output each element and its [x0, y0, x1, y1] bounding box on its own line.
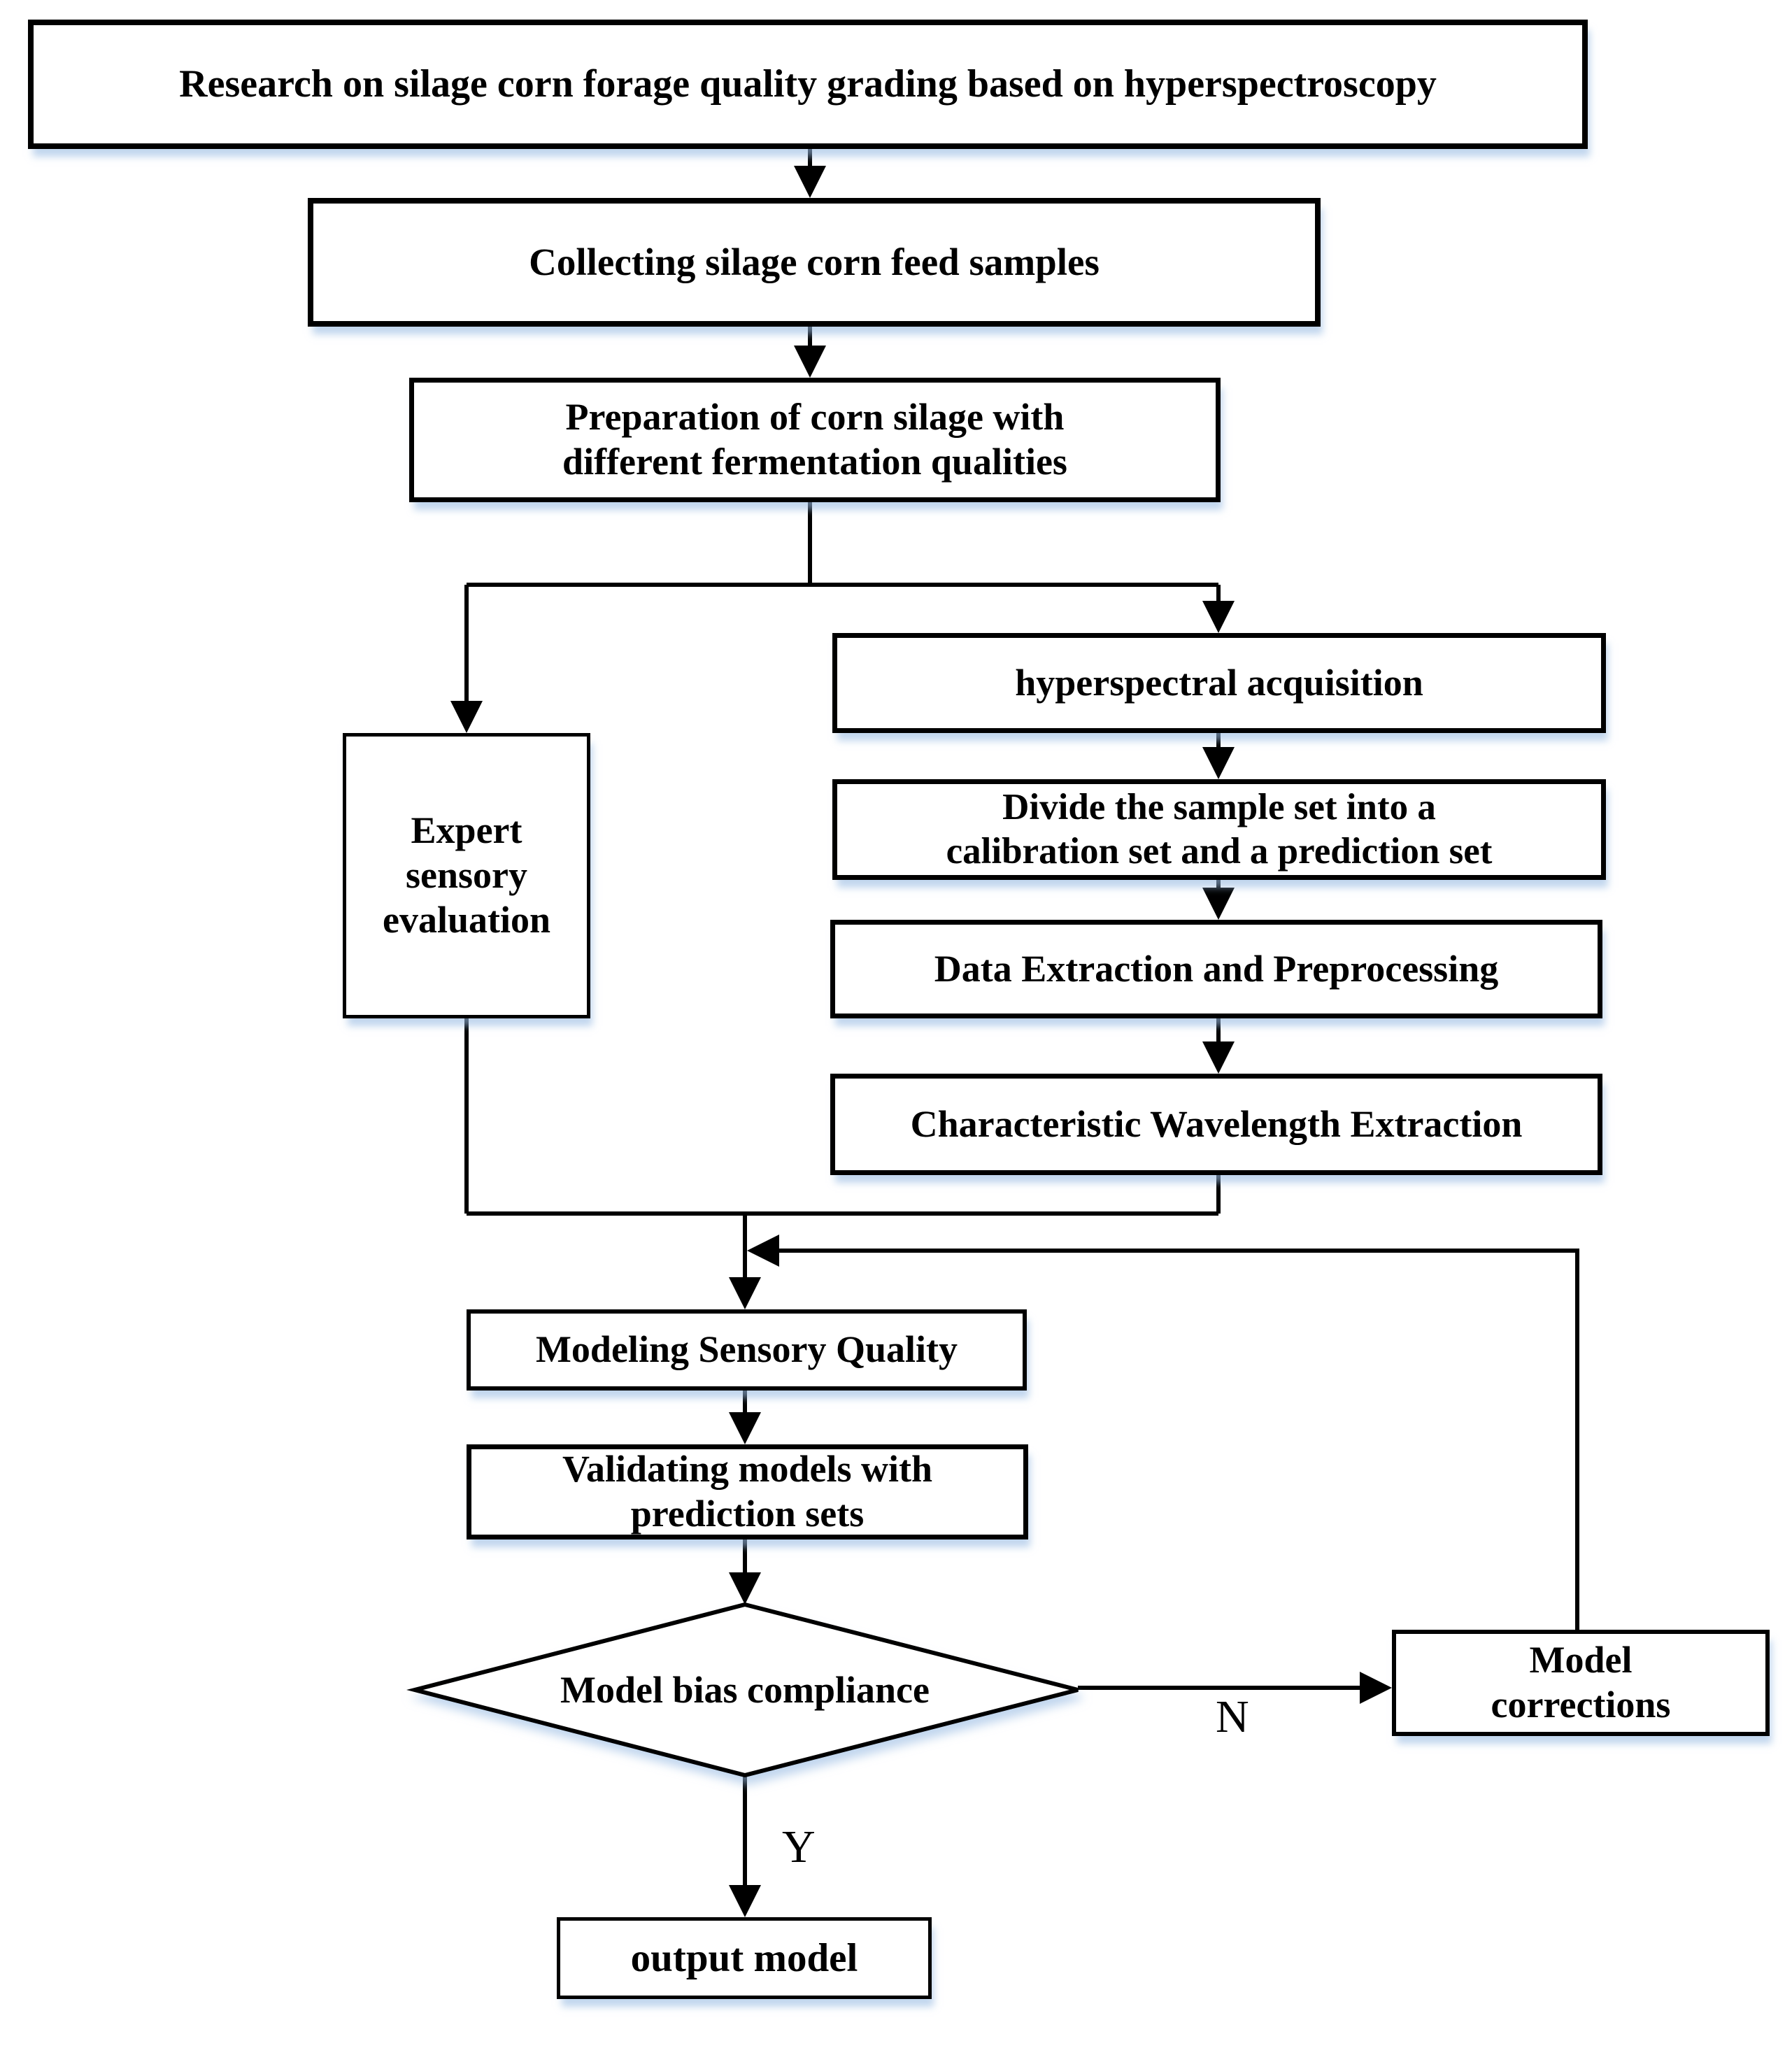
edge-data-to-wavelength [1202, 1018, 1235, 1074]
edge-decision-yes-to-output [729, 1775, 761, 1917]
decision-diamond [406, 1602, 1079, 1778]
edge-merge-to-modeling [729, 1214, 761, 1309]
node-data-extraction: Data Extraction and Preprocessing [830, 920, 1602, 1018]
node-label: Data Extraction and Preprocessing [934, 947, 1499, 990]
node-output-model: output model [557, 1917, 932, 1999]
edge-validating-to-decision [729, 1539, 761, 1605]
edge-prep-split [467, 502, 1218, 587]
arrowhead-down-icon [1202, 747, 1235, 779]
arrowhead-down-icon [729, 1412, 761, 1444]
node-divide-sample-set: Divide the sample set into a calibration… [832, 779, 1606, 880]
node-label: Model corrections [1491, 1639, 1671, 1726]
node-hyperspectral-acquisition: hyperspectral acquisition [832, 633, 1606, 733]
arrowhead-left-icon [747, 1235, 779, 1267]
arrowhead-down-icon [1202, 888, 1235, 920]
node-label: hyperspectral acquisition [1015, 661, 1423, 704]
node-model-corrections: Model corrections [1392, 1630, 1770, 1736]
arrowhead-down-icon [729, 1572, 761, 1605]
node-label: Model bias compliance [560, 1669, 930, 1711]
edge-hyperspectral-to-divide [1202, 733, 1235, 779]
node-expert-sensory-evaluation: Expert sensory evaluation [343, 733, 590, 1018]
node-preparation: Preparation of corn silage with differen… [409, 378, 1221, 502]
edge-split-to-hyperspectral [1202, 585, 1235, 633]
edge-divide-to-data [1202, 880, 1235, 920]
node-collecting-samples: Collecting silage corn feed samples [308, 198, 1321, 327]
node-label: Research on silage corn forage quality g… [179, 62, 1437, 106]
edge-merge-branches [464, 1018, 1221, 1216]
edge-modeling-to-validating [729, 1391, 761, 1444]
node-label: Characteristic Wavelength Extraction [910, 1102, 1523, 1145]
node-label: Expert sensory evaluation [382, 809, 551, 941]
edge-collect-to-prep [794, 327, 826, 378]
node-label: Modeling Sensory Quality [535, 1328, 958, 1371]
arrowhead-down-icon [794, 346, 826, 378]
edge-decision-no-to-corrections [1078, 1672, 1392, 1704]
arrowhead-right-icon [1360, 1672, 1392, 1704]
arrowhead-down-icon [1202, 601, 1235, 633]
arrowhead-down-icon [729, 1885, 761, 1917]
arrowhead-down-icon [1202, 1041, 1235, 1074]
node-label: output model [630, 1935, 858, 1980]
node-research-title: Research on silage corn forage quality g… [28, 20, 1588, 149]
arrowhead-down-icon [729, 1277, 761, 1309]
arrowhead-down-icon [794, 166, 826, 198]
node-wavelength-extraction: Characteristic Wavelength Extraction [830, 1074, 1602, 1175]
node-label: Preparation of corn silage with differen… [562, 396, 1067, 483]
edge-label-yes: Y [782, 1821, 816, 1872]
node-label: Divide the sample set into a calibration… [946, 787, 1493, 872]
node-model-bias-compliance: Model bias compliance [455, 1645, 1035, 1735]
edge-corrections-feedback [747, 1235, 1579, 1630]
node-modeling-sensory-quality: Modeling Sensory Quality [467, 1309, 1027, 1391]
edge-label-no: N [1216, 1691, 1249, 1742]
node-label: Collecting silage corn feed samples [529, 240, 1100, 283]
edge-title-to-collect [794, 149, 826, 198]
node-validating-models: Validating models with prediction sets [467, 1444, 1028, 1539]
arrowhead-down-icon [450, 701, 483, 733]
node-label: Validating models with prediction sets [562, 1448, 933, 1535]
edge-split-to-expert [450, 585, 483, 733]
